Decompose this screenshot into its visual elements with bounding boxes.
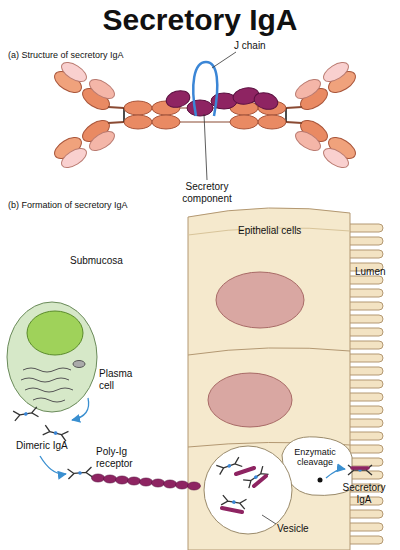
diagram-label: Secretory component	[172, 181, 242, 204]
secretory-iga-icon	[348, 465, 372, 475]
vesicle-membrane	[204, 446, 292, 534]
nucleus	[208, 373, 292, 427]
diagram-label: (a) Structure of secretory IgA	[8, 50, 208, 60]
j-chain	[193, 62, 217, 116]
svg-use	[221, 495, 246, 509]
iga-monomer	[230, 59, 359, 172]
leader-line	[262, 515, 276, 524]
secretory-component	[164, 86, 279, 116]
vesicle: Vesicle	[203, 445, 293, 535]
svg-ellipse	[188, 482, 201, 490]
svg-ellipse	[104, 475, 117, 483]
svg-ellipse	[176, 481, 189, 489]
diagram-label: (b) Formation of secretory IgA	[8, 200, 208, 210]
svg-ellipse	[164, 480, 177, 488]
dimeric-iga-icon	[13, 407, 38, 421]
cleavage-point	[318, 478, 323, 483]
flow-arrow	[40, 456, 66, 474]
microvilli	[345, 222, 385, 547]
node-label: Plasma cell	[99, 368, 137, 391]
svg-ellipse	[116, 476, 129, 484]
epithelium-band	[188, 208, 350, 550]
cell-border	[188, 348, 350, 447]
plasma-cell: Plasma cell	[5, 300, 100, 415]
svg-ellipse	[128, 477, 141, 485]
leader-line	[212, 52, 236, 68]
svg-path	[352, 466, 368, 470]
cleavage-vesicle	[282, 437, 352, 496]
flow-arrow	[326, 469, 345, 478]
leader-line	[204, 114, 207, 180]
svg-use	[216, 457, 242, 475]
cell-body	[7, 302, 97, 412]
diagram-title: Secretory IgA	[0, 2, 400, 38]
diagram-label: Submucosa	[70, 255, 150, 267]
svg-use	[348, 465, 372, 475]
node-label: Vesicle	[277, 523, 321, 535]
diagram-label: Poly-Ig receptor	[96, 446, 142, 469]
iga-monomer	[51, 59, 180, 172]
svg-ellipse	[140, 478, 153, 486]
dimeric-iga-molecule	[51, 59, 359, 172]
vesicle-contents	[216, 457, 268, 512]
nucleus	[27, 311, 83, 355]
flow-arrow	[72, 398, 89, 420]
epithelium: Epithelial cellsVesicle	[188, 205, 350, 550]
svg-use	[243, 466, 268, 488]
plasma-cell-shape	[5, 300, 100, 415]
dimeric-iga-icon	[43, 425, 69, 441]
svg-path	[222, 468, 266, 512]
vesicle-shape	[203, 445, 293, 535]
svg-ellipse	[92, 474, 105, 482]
svg-ellipse	[252, 90, 279, 112]
nucleus	[216, 272, 304, 328]
node-label: Epithelial cells	[238, 225, 338, 237]
poly-ig-receptor	[92, 474, 201, 490]
svg-ellipse	[187, 100, 213, 116]
organelle	[73, 361, 85, 368]
dimeric-iga-icon	[68, 467, 93, 479]
diagram-label: J chain	[234, 40, 294, 52]
diagram-label: Dimeric IgA	[16, 440, 86, 452]
endoplasmic-reticulum	[21, 368, 73, 402]
svg-ellipse	[152, 479, 165, 487]
